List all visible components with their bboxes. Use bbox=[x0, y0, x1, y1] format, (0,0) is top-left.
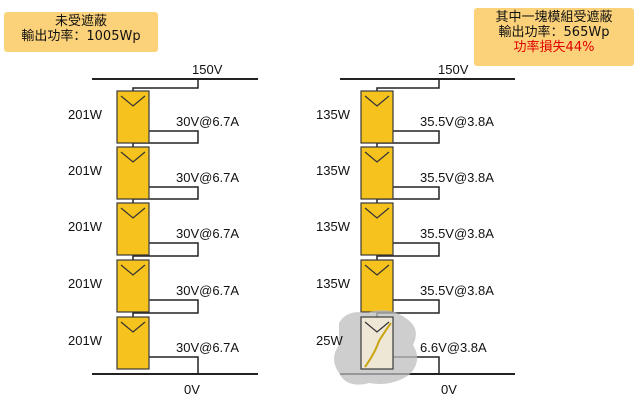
left-callout-output: 輸出功率：1005Wp bbox=[21, 29, 141, 44]
module-power-label: 201W bbox=[68, 219, 103, 234]
module-reading-label: 30V@6.7A bbox=[176, 170, 239, 185]
left-callout-title: 未受遮蔽 bbox=[54, 14, 107, 29]
bottom-voltage-label: 0V bbox=[184, 382, 200, 397]
top-voltage-label: 150V bbox=[438, 62, 469, 77]
module-symbol-icon bbox=[120, 207, 146, 219]
module-panel bbox=[116, 316, 150, 370]
module-reading-label: 6.6V@3.8A bbox=[420, 340, 487, 355]
right-callout-loss: 功率損失44% bbox=[513, 40, 595, 55]
left-callout: 未受遮蔽 輸出功率：1005Wp bbox=[4, 12, 158, 52]
module-symbol-icon bbox=[120, 151, 146, 163]
module-power-label: 201W bbox=[68, 107, 103, 122]
right-callout-output: 輸出功率：565Wp bbox=[498, 25, 610, 40]
module-symbol-icon bbox=[364, 151, 390, 163]
module-reading-label: 35.5V@3.8A bbox=[420, 283, 494, 298]
module-reading-label: 30V@6.7A bbox=[176, 340, 239, 355]
solar-module bbox=[360, 146, 394, 200]
module-panel bbox=[360, 146, 394, 200]
module-panel bbox=[116, 90, 150, 144]
module-panel bbox=[116, 259, 150, 313]
module-power-label: 135W bbox=[316, 107, 351, 122]
module-symbol-icon bbox=[120, 95, 146, 107]
module-panel bbox=[360, 259, 394, 313]
module-reading-label: 35.5V@3.8A bbox=[420, 226, 494, 241]
solar-module bbox=[116, 259, 150, 313]
module-power-label: 135W bbox=[316, 163, 351, 178]
module-reading-label: 30V@6.7A bbox=[176, 283, 239, 298]
shaded-solar-module bbox=[334, 310, 418, 385]
module-symbol-icon bbox=[364, 95, 390, 107]
right-string: 150V 0V 135W 35.5V@3.8A 135W 35.5V@3.8A 135W 35… bbox=[316, 62, 515, 397]
solar-module bbox=[116, 202, 150, 256]
solar-module bbox=[116, 90, 150, 144]
module-symbol-icon bbox=[364, 264, 390, 276]
module-power-label: 201W bbox=[68, 163, 103, 178]
module-panel bbox=[116, 202, 150, 256]
solar-module bbox=[360, 202, 394, 256]
module-reading-label: 35.5V@3.8A bbox=[420, 114, 494, 129]
leaf-icon bbox=[364, 322, 392, 368]
string-wiring bbox=[376, 79, 440, 374]
module-reading-label: 30V@6.7A bbox=[176, 226, 239, 241]
bottom-voltage-label: 0V bbox=[441, 382, 457, 397]
right-callout: 其中一塊模組受遮蔽 輸出功率：565Wp 功率損失44% bbox=[474, 8, 634, 66]
module-reading-label: 35.5V@3.8A bbox=[420, 170, 494, 185]
module-power-label: 135W bbox=[316, 219, 351, 234]
module-panel bbox=[116, 146, 150, 200]
module-panel bbox=[360, 316, 394, 370]
module-power-label: 25W bbox=[316, 333, 343, 348]
string-wiring bbox=[132, 79, 199, 374]
solar-module bbox=[116, 316, 150, 370]
right-callout-title: 其中一塊模組受遮蔽 bbox=[495, 10, 613, 25]
solar-module bbox=[360, 90, 394, 144]
module-symbol-icon bbox=[120, 264, 146, 276]
module-power-label: 135W bbox=[316, 276, 351, 291]
module-panel bbox=[360, 90, 394, 144]
solar-module bbox=[360, 259, 394, 313]
module-symbol-icon bbox=[364, 207, 390, 219]
module-power-label: 201W bbox=[68, 333, 103, 348]
module-power-label: 201W bbox=[68, 276, 103, 291]
module-panel bbox=[360, 202, 394, 256]
module-symbol-icon bbox=[120, 321, 146, 333]
top-voltage-label: 150V bbox=[192, 62, 223, 77]
solar-module bbox=[116, 146, 150, 200]
left-string: 150V 0V 201W 30V@6.7A 201W 30V@6.7A 201W 30V@6.… bbox=[68, 62, 258, 397]
module-symbol-icon bbox=[364, 321, 390, 333]
module-reading-label: 30V@6.7A bbox=[176, 114, 239, 129]
